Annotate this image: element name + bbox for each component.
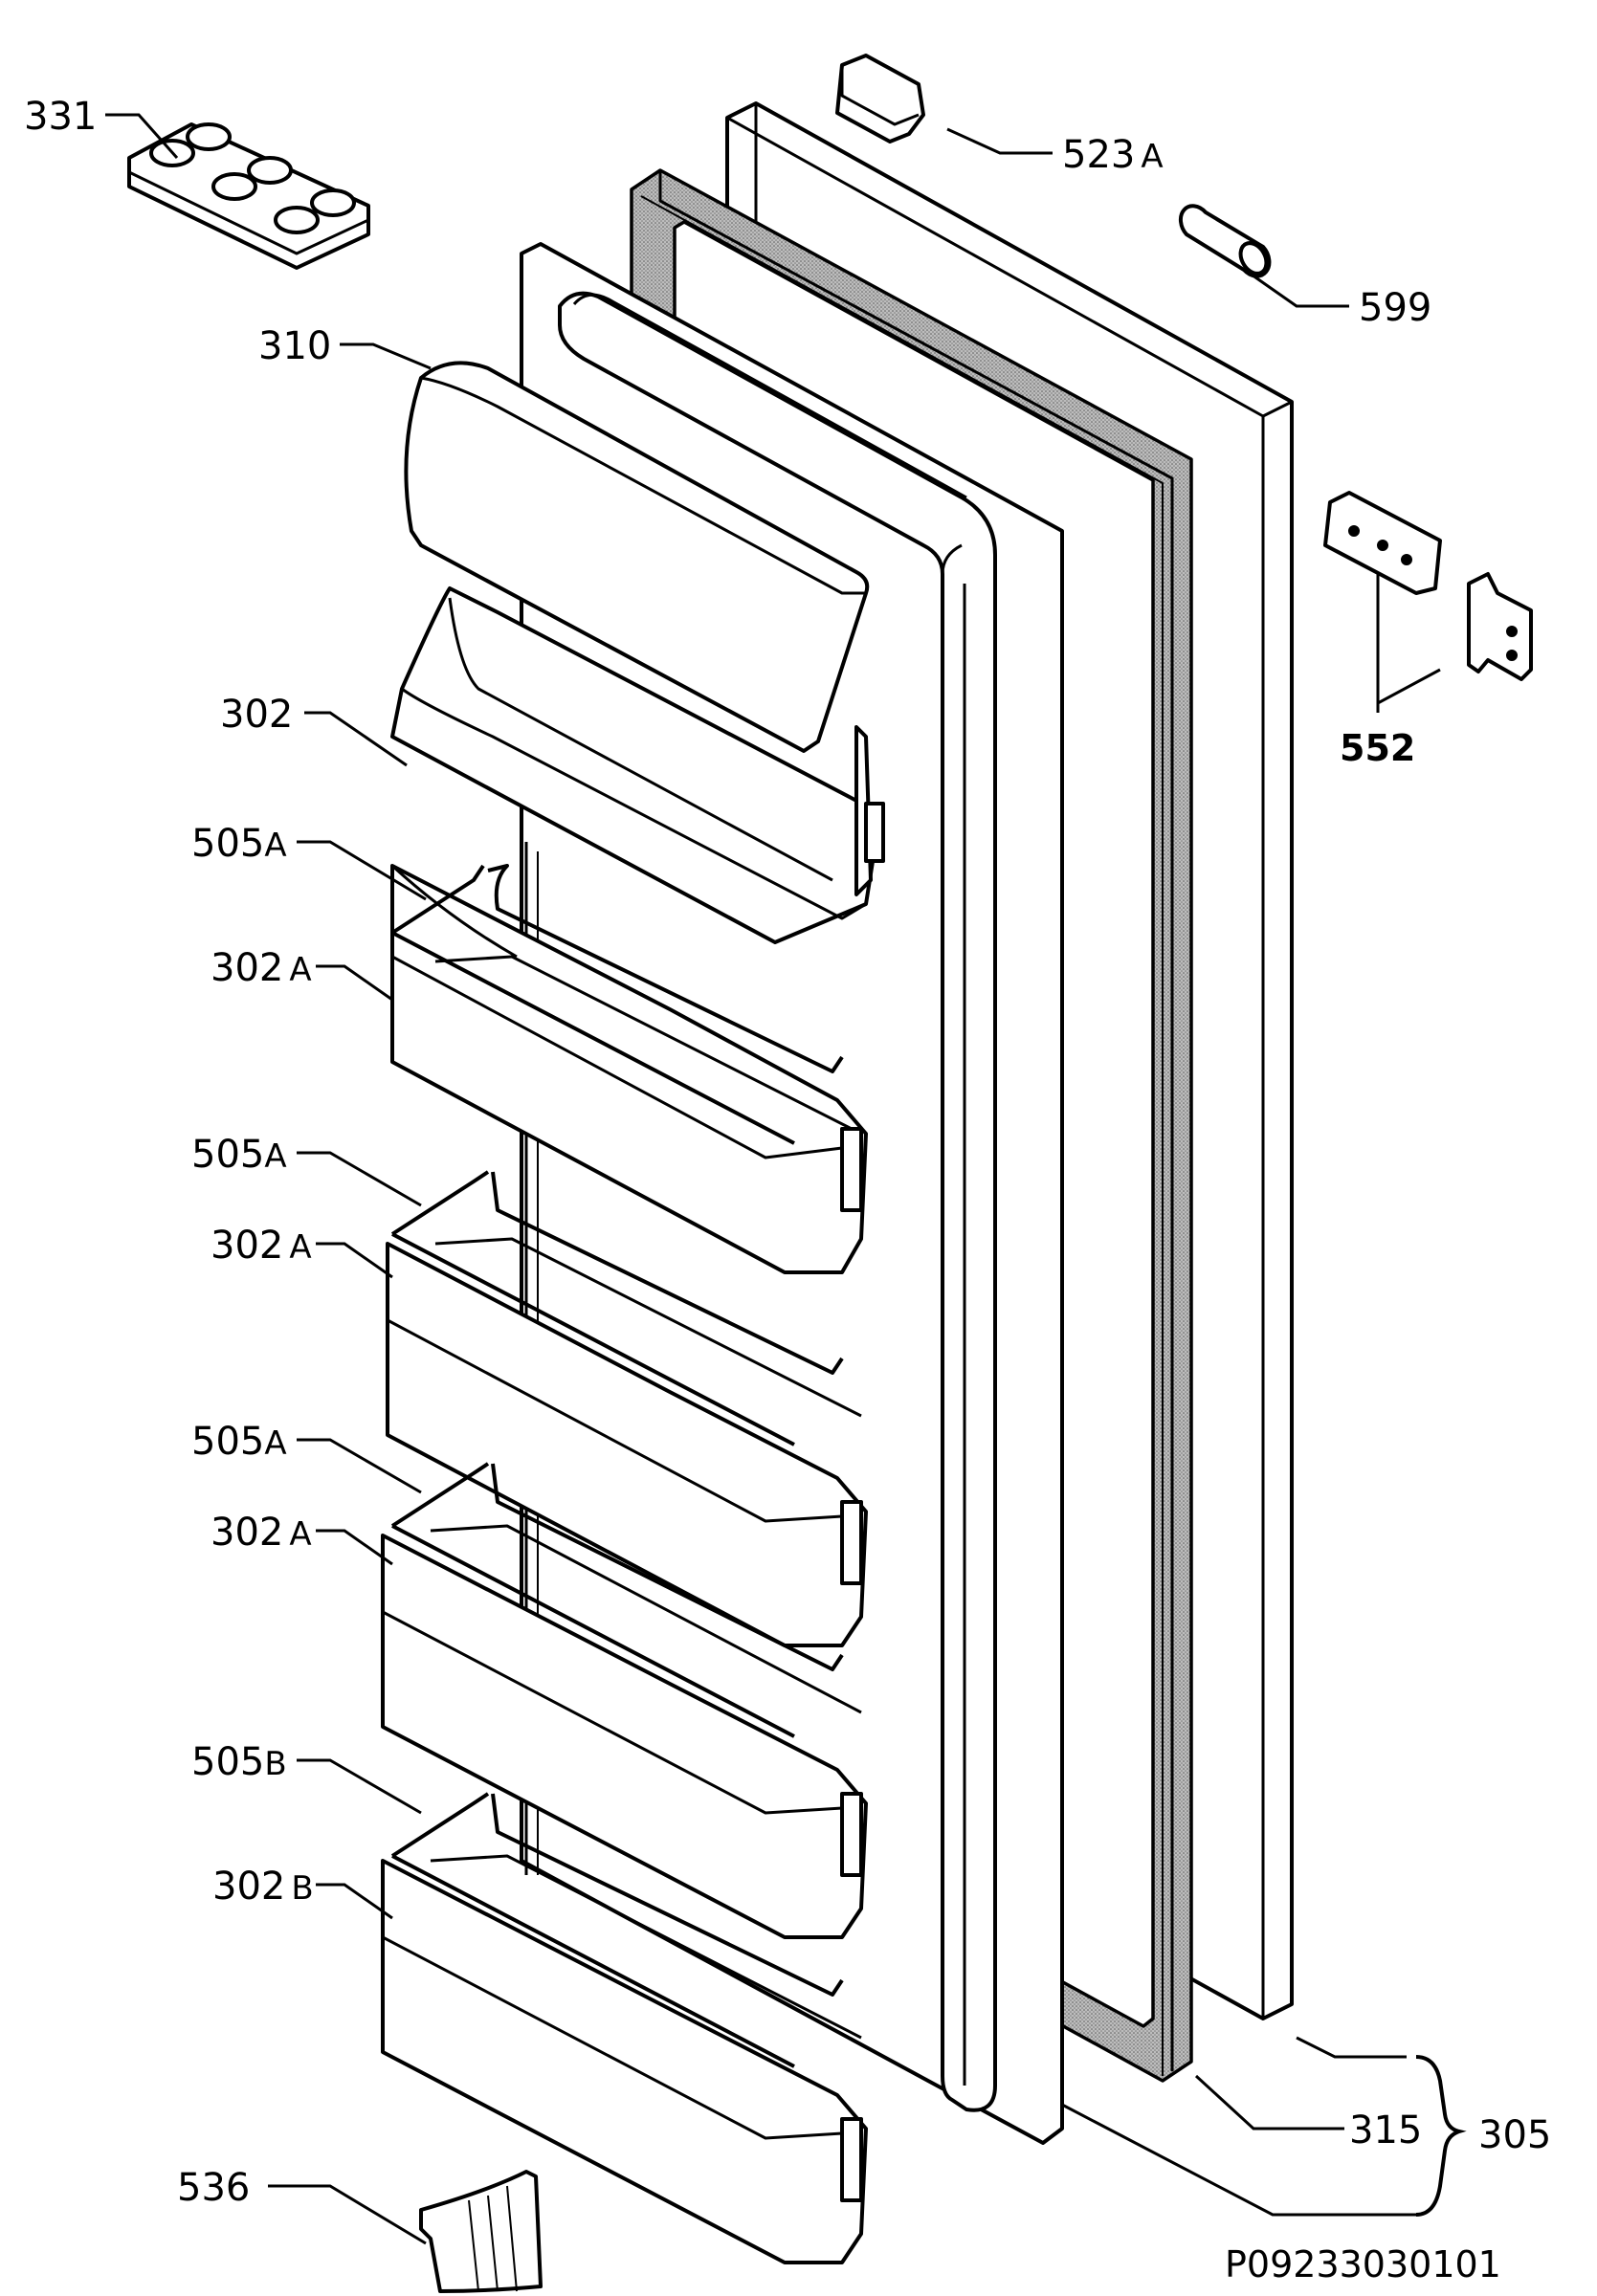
label-505b: 505B [191,1740,287,1784]
wire-rail-2 [390,1170,844,1446]
wire-rail-bottom [390,1792,844,2068]
label-552: 552 [1340,727,1415,769]
label-302: 302 [220,693,293,737]
hinge-cover [835,54,925,144]
label-331: 331 [24,95,97,139]
shelf-divider-part [419,2170,543,2293]
group-brace [1415,2055,1467,2217]
document-code: P09233030101 [1225,2243,1501,2285]
hinge-pin [1178,204,1272,278]
dairy-compartment-lid [404,361,870,753]
egg-tray [127,122,370,270]
hinge-bracket-plate [1323,491,1442,595]
label-599: 599 [1359,286,1431,330]
label-505a-3: 505A [191,1420,287,1464]
label-536: 536 [177,2166,250,2210]
door-shelf-1 [390,864,868,1274]
leader-lines [105,113,1441,2245]
label-305: 305 [1478,2113,1551,2157]
wire-rail-1 [390,864,844,1145]
dairy-shelf [390,586,885,944]
door-shelf-bottom [381,1854,868,2264]
hinge-bracket [1467,572,1533,681]
label-505a-1: 505A [191,822,287,866]
label-315: 315 [1349,2108,1422,2152]
wire-rail-3 [390,1462,844,1738]
door-shelf-3 [381,1524,868,1939]
label-310: 310 [258,324,331,368]
door-shelf-2 [386,1237,868,1647]
label-505a-2: 505A [191,1133,287,1177]
